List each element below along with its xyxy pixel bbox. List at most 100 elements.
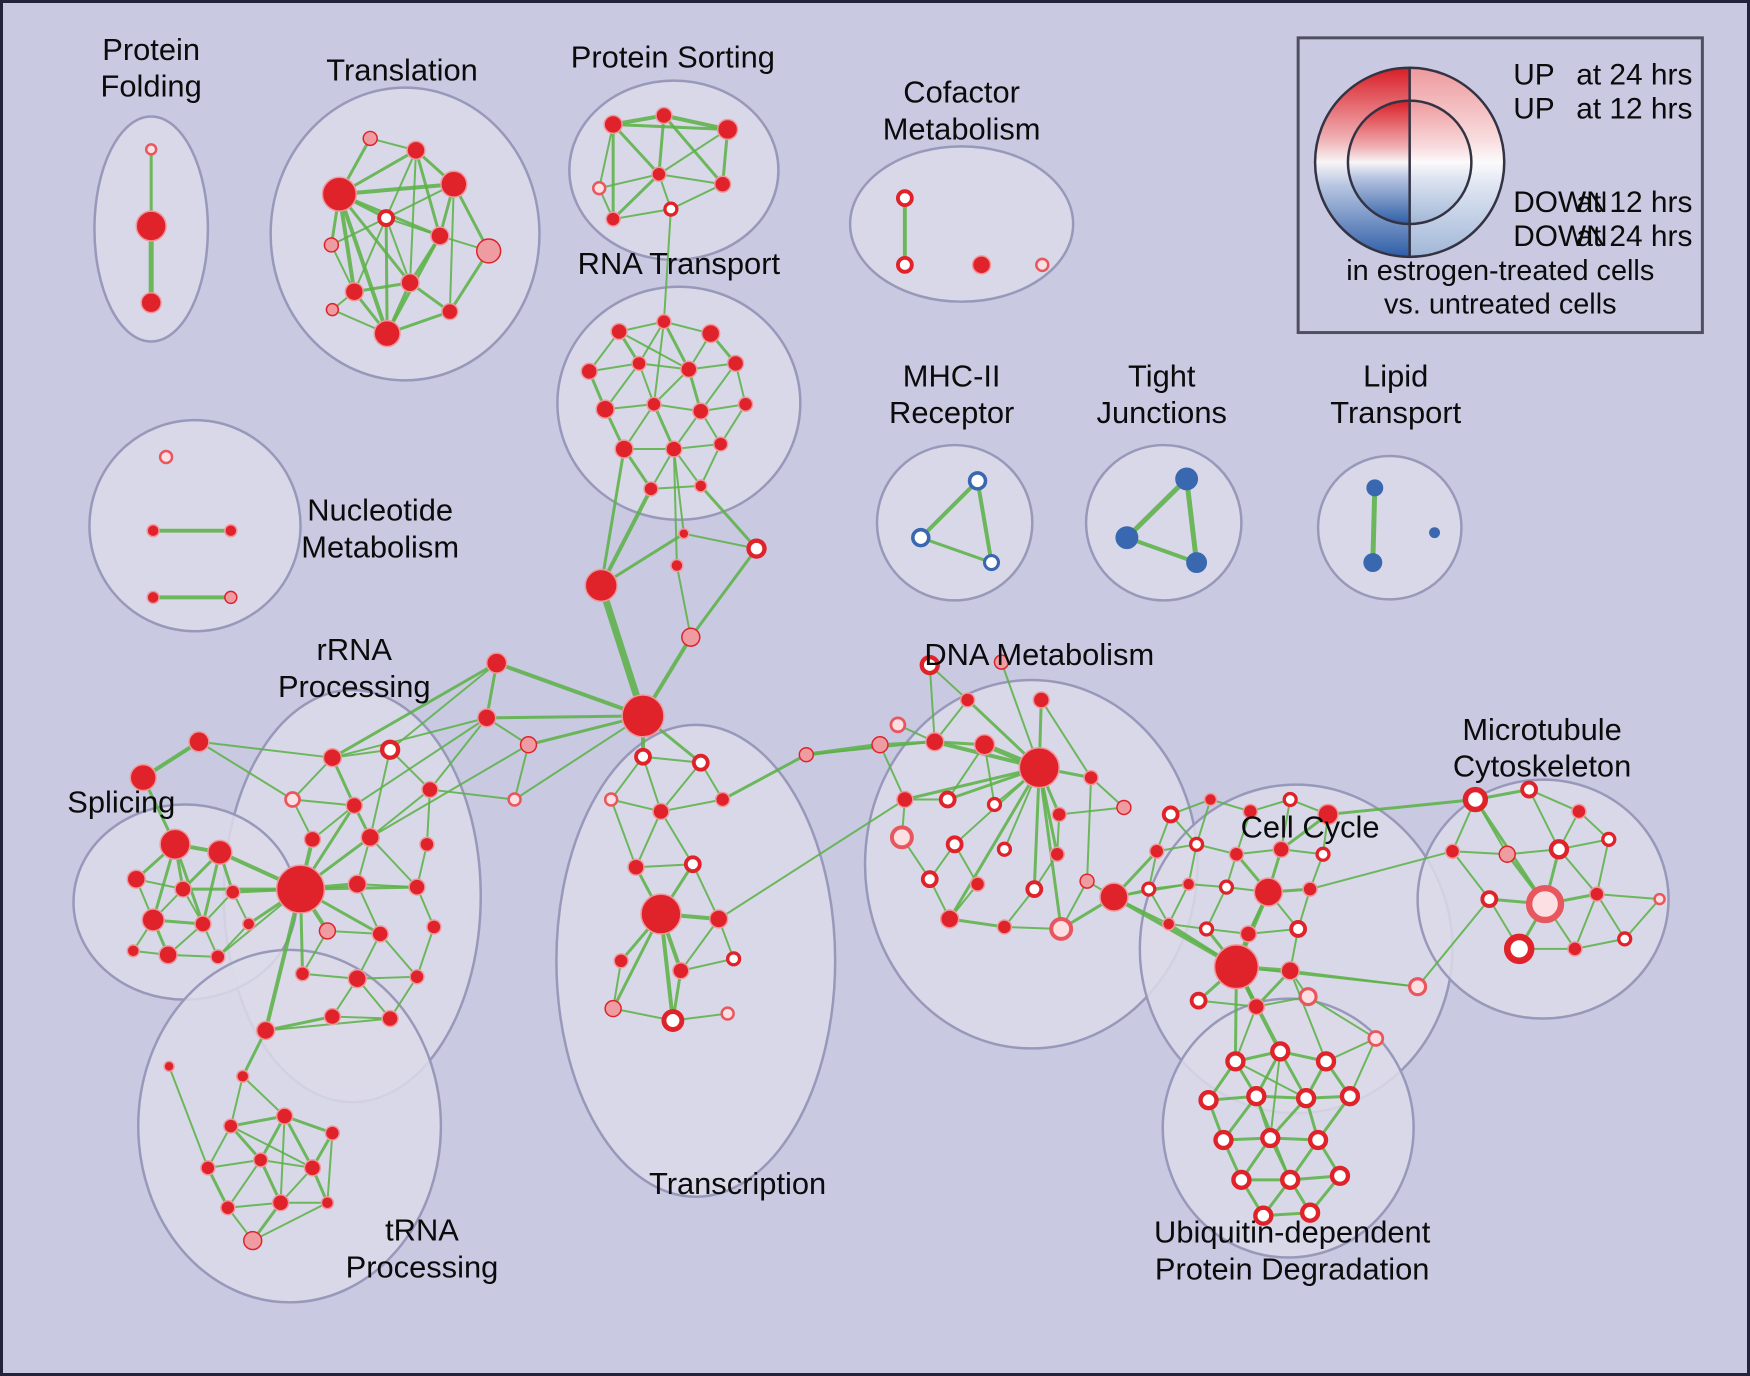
network-node: [871, 736, 889, 754]
network-node: [652, 802, 670, 821]
network-node: [426, 919, 442, 935]
network-node: [640, 893, 682, 935]
network-edge: [642, 755, 662, 813]
network-node: [969, 876, 986, 892]
network-node: [746, 538, 767, 559]
network-node: [430, 226, 450, 246]
network-node: [1307, 1129, 1329, 1151]
network-node: [1367, 1030, 1385, 1047]
network-edge: [1595, 893, 1661, 901]
network-node: [303, 1159, 322, 1177]
network-edge: [903, 766, 1041, 802]
network-node: [163, 1060, 175, 1073]
network-edge: [385, 149, 418, 220]
network-edge: [661, 113, 730, 132]
network-node: [714, 791, 731, 808]
network-edge: [1167, 883, 1190, 925]
network-node: [670, 558, 684, 573]
network-edge: [659, 761, 702, 813]
network-node: [672, 962, 690, 980]
network-edge: [1309, 850, 1454, 891]
network-edge: [414, 148, 442, 238]
cluster-label-rna-transport: RNA Transport: [578, 246, 781, 281]
network-node: [691, 753, 710, 772]
network-edge: [326, 929, 382, 935]
network-node: [207, 839, 233, 865]
network-edge: [428, 788, 516, 801]
network-edge: [975, 478, 994, 565]
network-node: [144, 143, 158, 156]
network-node: [294, 966, 311, 982]
network-node: [1239, 925, 1258, 943]
legend-down-24-time: at 24 hrs: [1576, 220, 1692, 253]
network-node: [712, 436, 729, 452]
network-edge: [337, 192, 412, 285]
network-node: [1025, 880, 1044, 899]
network-node: [1525, 884, 1565, 924]
network-edge: [291, 798, 356, 807]
network-node: [174, 880, 192, 898]
network-node: [1299, 1202, 1321, 1223]
network-edge: [1573, 893, 1598, 950]
network-edge: [635, 810, 662, 869]
network-node: [126, 944, 140, 958]
network-edge: [599, 447, 626, 587]
network-node: [1282, 791, 1298, 808]
network-node: [595, 399, 615, 419]
network-edge: [251, 1201, 329, 1242]
network-node: [655, 106, 673, 125]
network-edge: [353, 217, 388, 293]
network-node: [726, 951, 742, 967]
cluster-label-transcription: Transcription: [649, 1166, 826, 1201]
legend-up-12-time: at 12 hrs: [1576, 92, 1692, 125]
network-node: [580, 362, 598, 381]
network-node: [1246, 1086, 1267, 1107]
network-edge: [672, 448, 685, 535]
network-node: [726, 354, 745, 373]
network-edge: [241, 1075, 286, 1118]
network-node: [945, 835, 964, 854]
network-node: [1289, 920, 1308, 938]
network-edge: [1269, 1050, 1282, 1140]
network-edge: [1197, 999, 1258, 1008]
legend-up-12-dir: UP: [1513, 92, 1554, 125]
network-node: [1213, 1129, 1234, 1151]
network-node: [1115, 526, 1139, 550]
network-node: [604, 999, 622, 1018]
network-edge: [878, 743, 906, 801]
network-node: [646, 396, 662, 412]
network-node: [1188, 836, 1205, 852]
network-node: [1242, 803, 1259, 820]
cluster-transcription: [555, 723, 837, 1199]
network-node: [737, 396, 754, 412]
network-edge: [264, 1017, 392, 1032]
network-node: [344, 282, 364, 302]
network-node: [158, 945, 178, 965]
network-node: [1198, 921, 1215, 937]
network-node: [409, 969, 425, 985]
network-node: [1213, 944, 1260, 990]
network-node: [584, 568, 618, 603]
network-edge: [229, 1125, 314, 1169]
network-node: [694, 479, 708, 493]
network-node: [406, 140, 426, 161]
network-node: [485, 652, 508, 674]
network-node: [1408, 977, 1428, 997]
network-node: [1444, 843, 1461, 860]
network-node: [519, 736, 538, 754]
network-node: [1329, 1165, 1351, 1187]
network-node: [1189, 991, 1208, 1010]
network-node: [284, 791, 301, 808]
network-node: [656, 313, 672, 330]
nodes-layer: [126, 106, 1666, 1251]
network-node: [1272, 840, 1290, 859]
network-node: [507, 792, 522, 807]
network-edge: [326, 1132, 334, 1204]
network-node: [441, 302, 459, 321]
network-node: [889, 716, 907, 734]
